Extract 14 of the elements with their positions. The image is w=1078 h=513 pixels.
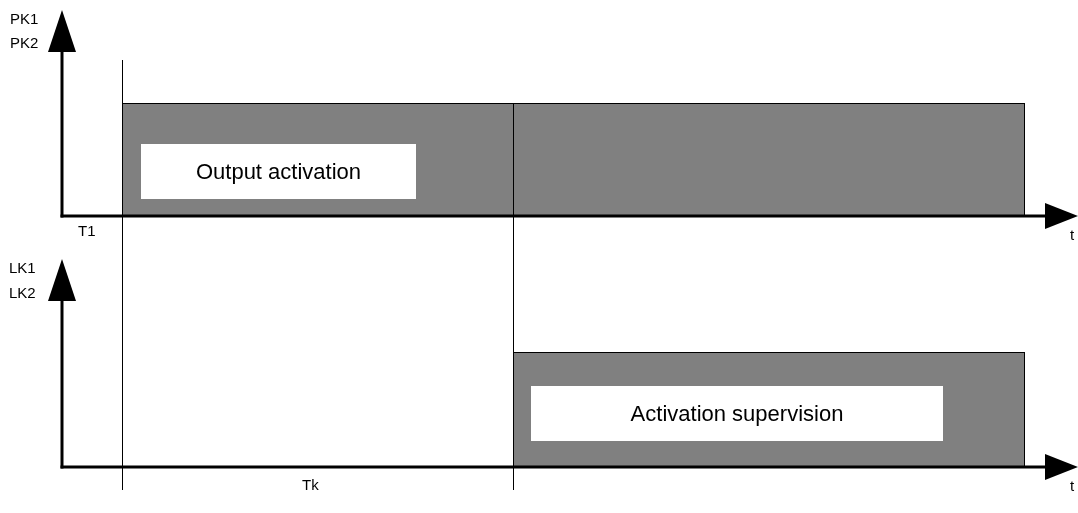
axis-label: t	[1070, 226, 1075, 244]
axis-label: LK1	[9, 259, 36, 277]
axis-label: PK1	[10, 10, 39, 28]
signal-bar	[122, 103, 1025, 216]
axis-label: T1	[78, 222, 96, 240]
label-box	[531, 386, 943, 441]
signal-bar	[513, 352, 1025, 467]
label-box	[141, 144, 416, 199]
bar-label: Output activation	[195, 158, 362, 186]
axis-label: PK2	[10, 34, 39, 52]
axis-label: t	[1070, 477, 1075, 495]
axis-label: LK2	[9, 284, 36, 302]
axis-label: Tk	[302, 476, 319, 494]
bar-label: Activation supervision	[630, 400, 844, 428]
